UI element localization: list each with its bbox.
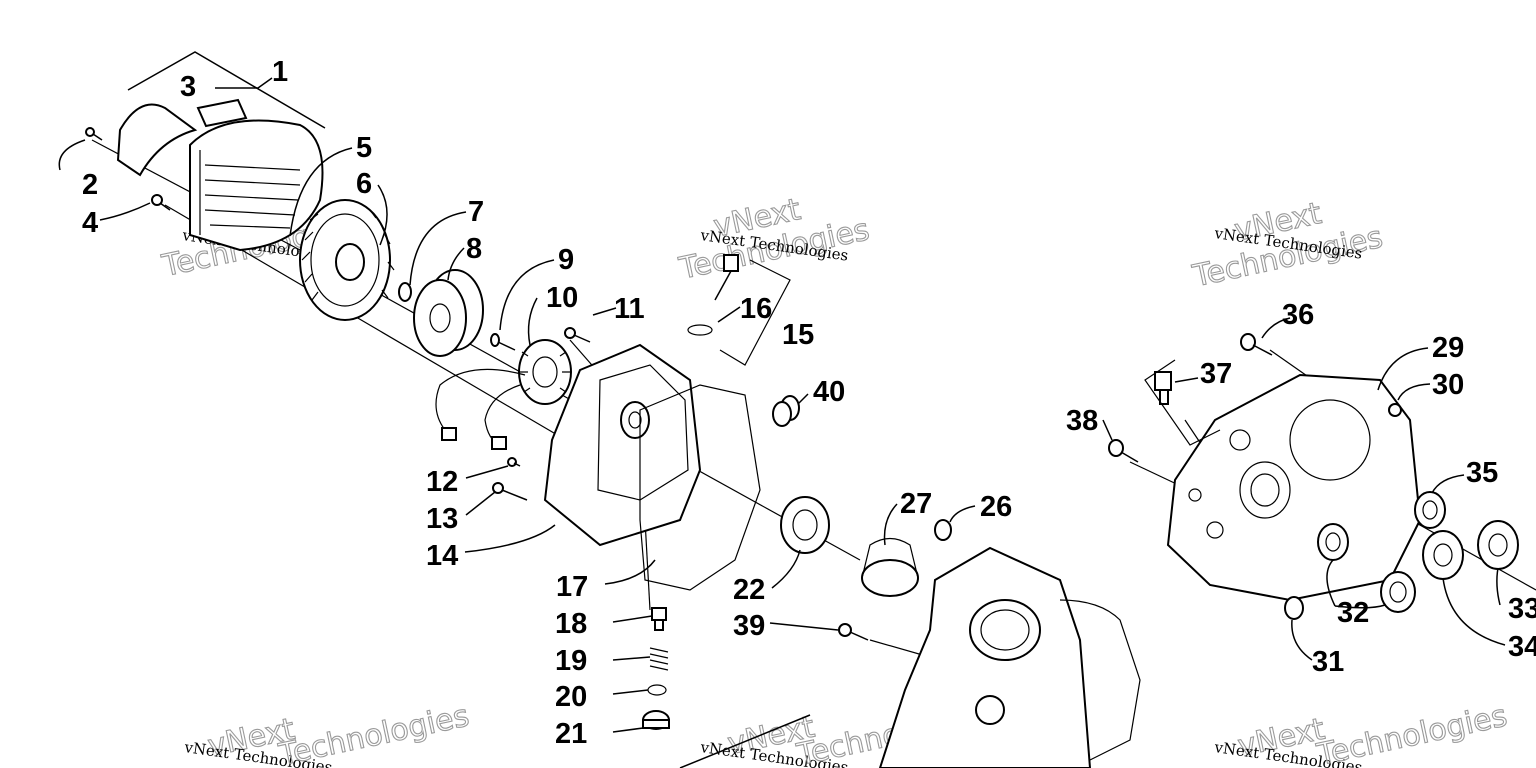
o-ring-20: [647, 684, 667, 696]
callout-16: 16: [740, 293, 772, 325]
screw-11: [564, 327, 591, 343]
callout-29: 29: [1432, 332, 1464, 364]
callout-19: 19: [555, 645, 587, 677]
dipstick: [687, 254, 791, 366]
callout-35: 35: [1466, 457, 1498, 489]
spring-19: [649, 647, 669, 671]
callout-2: 2: [82, 169, 98, 201]
bolt-9: [490, 333, 516, 351]
dowel-26: [934, 519, 952, 541]
bolt-39: [838, 623, 869, 641]
gasket: [639, 384, 761, 591]
callout-11: 11: [614, 293, 645, 325]
drain-cap-21: [642, 710, 670, 730]
callout-27: 27: [900, 488, 932, 520]
callout-13: 13: [426, 503, 458, 535]
flywheel: [413, 269, 484, 357]
callout-15: 15: [782, 319, 814, 351]
bolt-38: [1108, 439, 1139, 463]
callout-39: 39: [733, 610, 765, 642]
bearing-32a: [1317, 523, 1349, 561]
callout-4: 4: [82, 207, 98, 239]
bolt-13: [492, 482, 528, 501]
crankcase-cover-right: [1166, 373, 1422, 602]
callout-31: 31: [1312, 646, 1344, 678]
screw-2: [85, 127, 103, 141]
decal: [196, 98, 248, 128]
stator: [518, 339, 572, 405]
callout-30: 30: [1432, 369, 1464, 401]
stator-cover: [543, 343, 702, 547]
callout-40: 40: [813, 376, 845, 408]
bolt-36: [1240, 333, 1273, 356]
callout-7: 7: [468, 196, 484, 228]
watermark-big-bottom: Technologies: [1313, 699, 1510, 768]
screw-4: [151, 194, 171, 211]
crankcase-left: [679, 546, 1141, 768]
drain-plug-18: [651, 607, 667, 631]
bearing-34: [1422, 530, 1464, 580]
spacer-40: [772, 395, 800, 427]
callout-32: 32: [1337, 597, 1369, 629]
dowel-30: [1388, 403, 1402, 417]
callout-14: 14: [426, 540, 458, 572]
callout-26: 26: [980, 491, 1012, 523]
wire-harness: [435, 368, 526, 450]
callout-20: 20: [555, 681, 587, 713]
callout-33: 33: [1508, 593, 1536, 625]
bearing-22: [780, 496, 830, 554]
bearing-32b: [1380, 571, 1416, 613]
callout-5: 5: [356, 132, 372, 164]
washer: [398, 282, 412, 302]
seal-27: [861, 537, 919, 597]
bearing-35: [1414, 491, 1446, 529]
callout-12: 12: [426, 466, 458, 498]
screw-12: [507, 457, 521, 467]
callout-37: 37: [1200, 358, 1232, 390]
plug-37: [1144, 359, 1221, 446]
callout-9: 9: [558, 244, 574, 276]
callout-6: 6: [356, 168, 372, 200]
callout-22: 22: [733, 574, 765, 606]
bearing-33: [1477, 520, 1519, 570]
dowel-31: [1284, 596, 1304, 620]
fan-shroud: [116, 103, 324, 252]
callout-labels: 1 2 3 4 5 6 7 8 9 10 11 12 13 14 15 16 1…: [82, 56, 1536, 750]
callout-21: 21: [555, 718, 587, 750]
callout-8: 8: [466, 233, 482, 265]
callout-34: 34: [1508, 631, 1536, 663]
callout-3: 3: [180, 71, 196, 103]
leader-lines: [58, 51, 1506, 733]
callout-36: 36: [1282, 299, 1314, 331]
callout-17: 17: [556, 571, 588, 603]
watermark-big-bottom: Technologies: [275, 699, 472, 768]
flywheel-fan: [299, 199, 395, 321]
callout-38: 38: [1066, 405, 1098, 437]
callout-1: 1: [272, 56, 288, 88]
callout-10: 10: [546, 282, 578, 314]
callout-18: 18: [555, 608, 587, 640]
